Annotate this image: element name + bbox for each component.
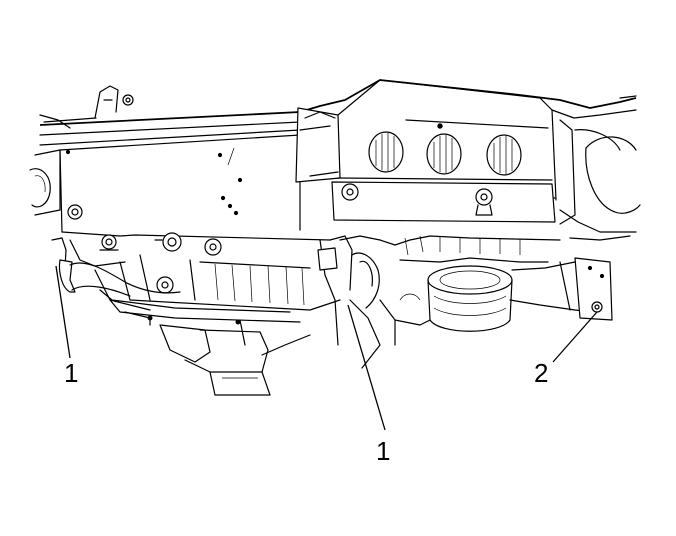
callout-leaders bbox=[55, 265, 598, 431]
leader-line-2-right bbox=[552, 311, 598, 363]
callout-1-center: 1 bbox=[376, 436, 390, 466]
blower-motor-assembly bbox=[317, 235, 613, 369]
callout-1-left: 1 bbox=[64, 358, 78, 388]
leader-line-1-left bbox=[55, 265, 71, 359]
callout-2-right: 2 bbox=[534, 358, 548, 388]
leader-line-1-center bbox=[347, 304, 386, 431]
instrument-panel-carrier bbox=[29, 79, 641, 241]
hvac-module-housing bbox=[51, 232, 341, 396]
